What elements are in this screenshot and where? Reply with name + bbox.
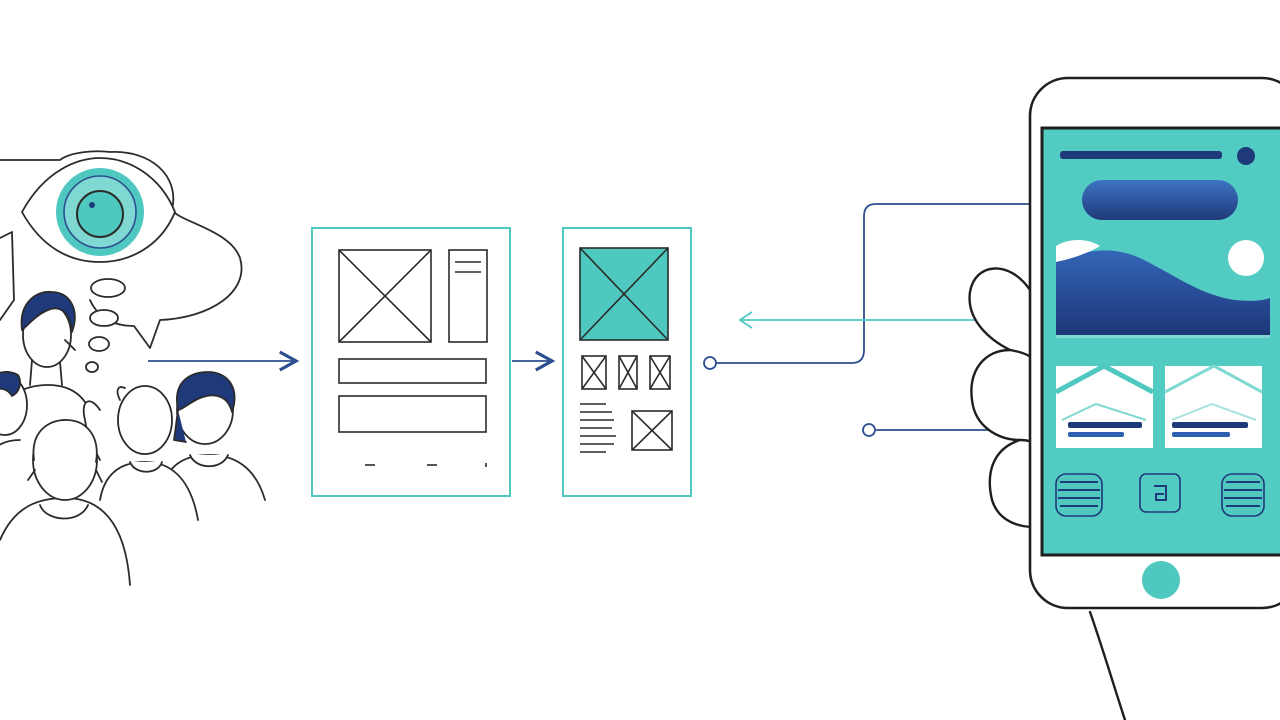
image-placeholder bbox=[618, 355, 638, 390]
content-card[interactable] bbox=[1164, 364, 1263, 448]
connector-node bbox=[862, 423, 876, 437]
hand-icon bbox=[968, 267, 1127, 720]
image-placeholder bbox=[649, 355, 671, 390]
person-avatar bbox=[0, 419, 131, 586]
status-indicator bbox=[1237, 147, 1255, 165]
users-group-icon bbox=[0, 150, 266, 586]
nav-menu-icon[interactable] bbox=[1055, 473, 1103, 517]
person-avatar bbox=[0, 371, 28, 455]
block-placeholder bbox=[338, 395, 487, 433]
content-card[interactable] bbox=[1054, 363, 1155, 448]
nav-list-icon[interactable] bbox=[1221, 473, 1265, 517]
connector-node bbox=[703, 356, 717, 370]
connector-line bbox=[716, 203, 1030, 364]
image-placeholder bbox=[338, 249, 432, 343]
text-line-placeholder bbox=[338, 358, 487, 384]
arrow-left-icon bbox=[738, 311, 985, 329]
home-button[interactable] bbox=[1142, 561, 1180, 599]
status-bar bbox=[1060, 151, 1222, 159]
sidebar-placeholder bbox=[448, 249, 488, 343]
person-avatar bbox=[82, 385, 199, 521]
eye-icon bbox=[21, 157, 176, 263]
flow-connectors bbox=[148, 203, 1030, 437]
nav-share-icon[interactable] bbox=[1139, 473, 1181, 513]
wireframe-icon bbox=[311, 227, 511, 497]
image-placeholder bbox=[631, 410, 673, 451]
cta-button[interactable] bbox=[1082, 180, 1238, 220]
image-placeholder bbox=[581, 355, 607, 390]
smartphone-icon bbox=[1028, 76, 1280, 610]
wireframe-icon bbox=[562, 227, 692, 497]
hero-chart-image bbox=[1056, 240, 1270, 338]
